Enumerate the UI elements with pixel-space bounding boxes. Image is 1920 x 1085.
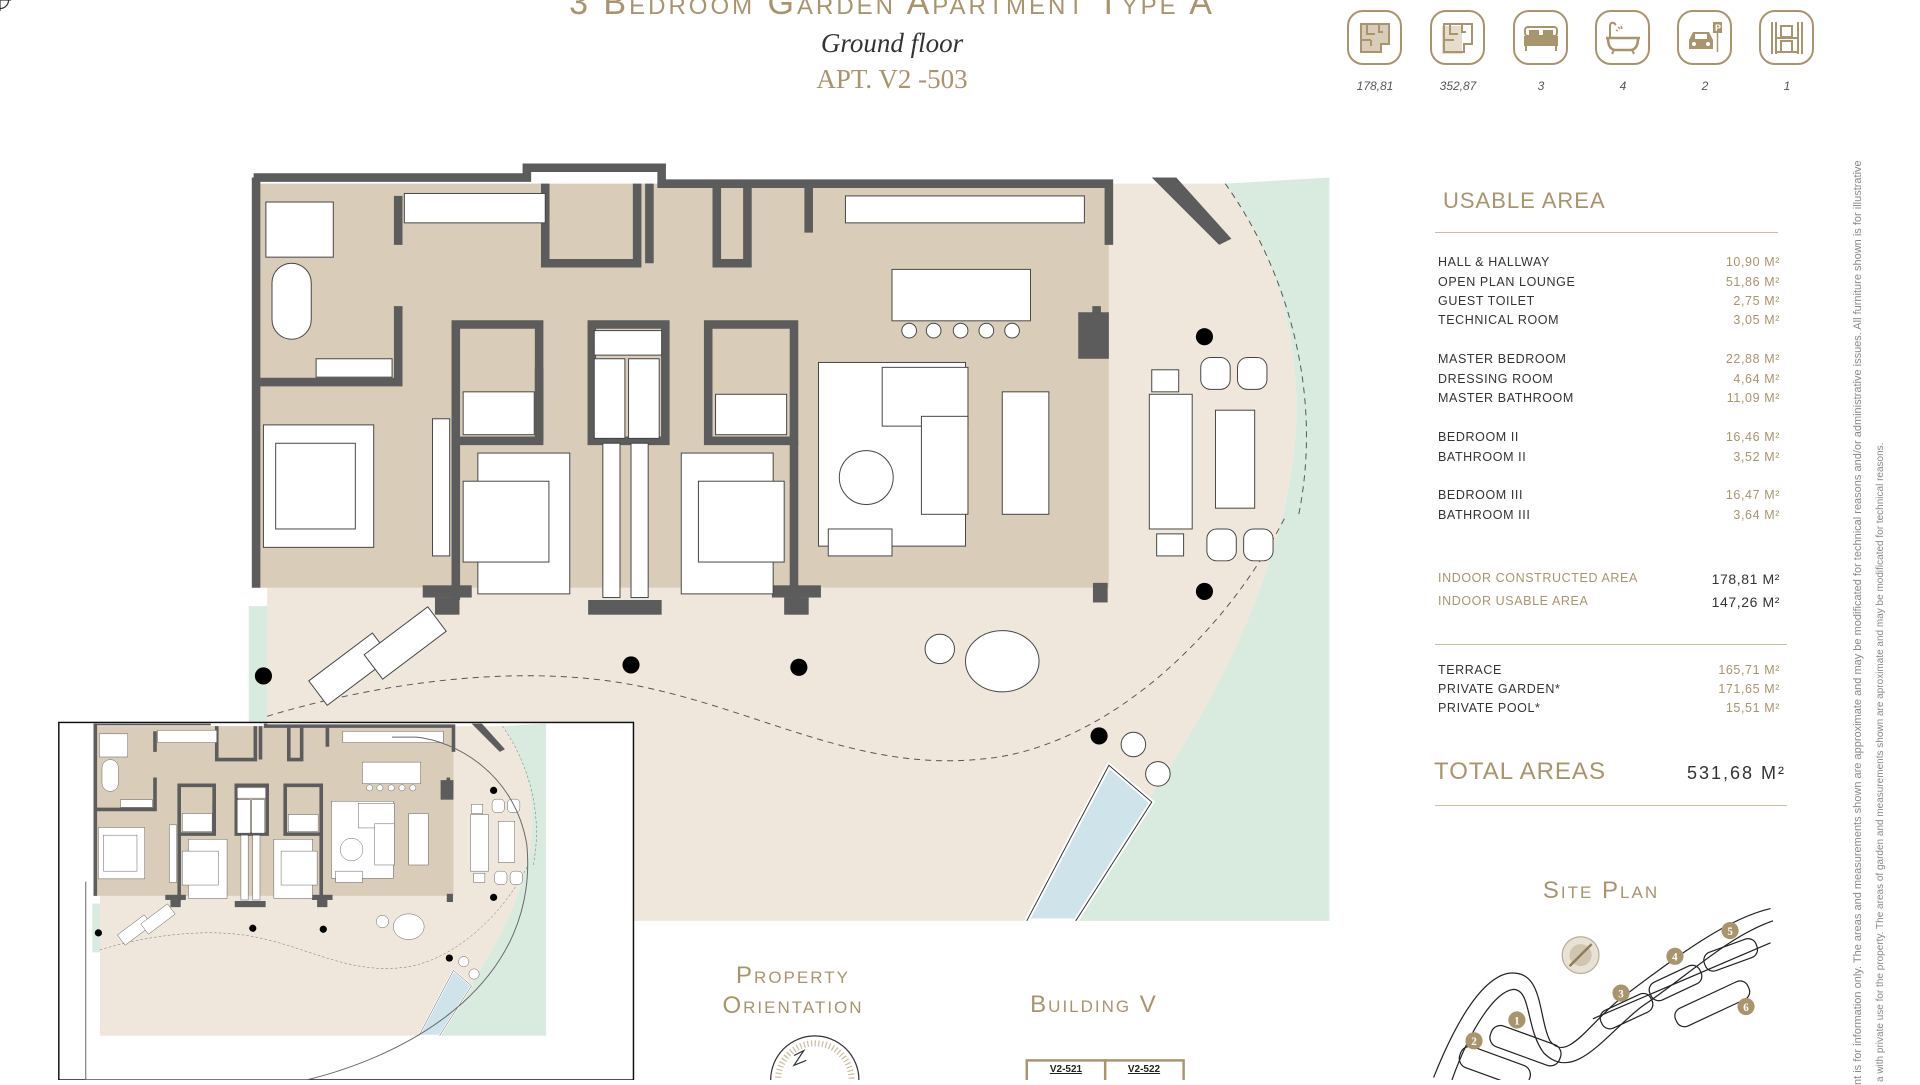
area-row: HALL & HALLWAY 10,90 M² — [1438, 255, 1780, 271]
total-areas-value: 531,68 M² — [1686, 763, 1786, 783]
building-title: Building V — [1030, 991, 1158, 1018]
area-row: BEDROOM II 16,46 M² — [1438, 430, 1780, 446]
area-label: HALL & HALLWAY — [1438, 255, 1550, 269]
site-marker — [1465, 1032, 1483, 1050]
storage-icon — [1759, 10, 1814, 65]
orientation-line-2: Orientation — [722, 992, 864, 1019]
area-value: 4,64 M² — [1733, 372, 1780, 386]
area-row: GUEST TOILET 2,75 M² — [1438, 294, 1780, 310]
area-label: INDOOR USABLE AREA — [1438, 594, 1589, 608]
area-label: PRIVATE POOL* — [1438, 701, 1541, 715]
site-marker-label: 4 — [1672, 952, 1678, 964]
area-label: BEDROOM III — [1438, 488, 1524, 502]
area-row: PRIVATE GARDEN* 171,65 M² — [1438, 682, 1780, 698]
divider — [1435, 232, 1778, 233]
bed-icon — [1513, 10, 1568, 65]
area-value: 22,88 M² — [1725, 352, 1780, 366]
site-marker-label: 2 — [1471, 1036, 1477, 1048]
divider — [1435, 644, 1787, 645]
area-value: 3,52 M² — [1733, 450, 1780, 464]
area-label: TECHNICAL ROOM — [1438, 313, 1560, 327]
area-label: PRIVATE GARDEN* — [1438, 682, 1561, 696]
area-value: 11,09 M² — [1726, 391, 1780, 405]
apartment-number: APT. V2 -503 — [816, 64, 968, 94]
area-value: 16,47 M² — [1725, 488, 1780, 502]
area-label: BATHROOM II — [1438, 450, 1527, 464]
building-unit-label: V2-522 — [1127, 1064, 1161, 1075]
site-plan-map — [1432, 907, 1774, 1080]
site-marker — [1666, 947, 1684, 965]
total-areas-row: TOTAL AREAS 531,68 M² — [1434, 758, 1786, 786]
feature-value: 3 — [1537, 79, 1545, 93]
area-row: TECHNICAL ROOM 3,05 M² — [1438, 313, 1780, 329]
area-label: BEDROOM II — [1438, 430, 1520, 444]
site-marker-label: 1 — [1514, 1015, 1520, 1027]
area-row: INDOOR CONSTRUCTED AREA 178,81 M² — [1438, 571, 1780, 587]
area-row: PRIVATE POOL* 15,51 M² — [1438, 701, 1780, 717]
area-label: OPEN PLAN LOUNGE — [1438, 275, 1576, 289]
svg-text:P: P — [1715, 23, 1721, 33]
area-row: INDOOR USABLE AREA 147,26 M² — [1438, 594, 1780, 610]
building-unit-box — [1103, 1059, 1185, 1080]
feature-value: 352,87 — [1439, 79, 1477, 93]
usable-area-title: USABLE AREA — [1443, 188, 1606, 213]
area-label: MASTER BATHROOM — [1438, 391, 1574, 405]
area-value: 10,90 M² — [1725, 255, 1780, 269]
area-value: 15,51 M² — [1725, 701, 1780, 715]
feature-value: 178,81 — [1356, 79, 1394, 93]
orientation-line-1: Property — [736, 962, 850, 989]
site-marker — [1737, 997, 1755, 1016]
area-row: BEDROOM III 16,47 M² — [1438, 488, 1780, 504]
area-label: TERRACE — [1438, 663, 1502, 677]
area-label: DRESSING ROOM — [1438, 372, 1554, 386]
area-row: MASTER BATHROOM 11,09 M² — [1438, 391, 1780, 407]
area-value: 3,05 M² — [1733, 313, 1780, 327]
orientation-compass — [770, 1035, 860, 1080]
site-marker-label: 6 — [1743, 1002, 1749, 1014]
area-label: INDOOR CONSTRUCTED AREA — [1438, 571, 1638, 585]
area-value: 171,65 M² — [1718, 682, 1780, 696]
constructed-area-icon — [1347, 10, 1402, 65]
bathtub-icon — [1595, 10, 1650, 65]
area-value: 178,81 M² — [1711, 571, 1780, 587]
area-row: MASTER BEDROOM 22,88 M² — [1438, 352, 1780, 368]
disclaimer-line-2: a with private use for the property. The… — [1875, 442, 1886, 1082]
area-value: 51,86 M² — [1725, 275, 1780, 289]
area-label: BATHROOM III — [1438, 508, 1531, 522]
area-row: OPEN PLAN LOUNGE 51,86 M² — [1438, 275, 1780, 291]
disclaimer-line-1: nt is for information only. The areas an… — [1852, 160, 1864, 1085]
area-row: BATHROOM III 3,64 M² — [1438, 508, 1780, 524]
building-unit-label: V2-521 — [1049, 1064, 1083, 1075]
area-value: 3,64 M² — [1733, 508, 1780, 522]
feature-value: 1 — [1783, 79, 1791, 93]
feature-value: 4 — [1619, 79, 1627, 93]
property-orientation-title: Property Orientation — [643, 961, 943, 1021]
site-plan-title: Site Plan — [1542, 877, 1660, 904]
total-areas-label: TOTAL AREAS — [1434, 758, 1606, 785]
area-value: 147,26 M² — [1711, 594, 1780, 610]
site-marker — [1508, 1011, 1526, 1029]
site-marker — [1721, 922, 1739, 940]
area-row: DRESSING ROOM 4,64 M² — [1438, 372, 1780, 388]
site-marker — [1612, 984, 1630, 1002]
parking-icon: P — [1677, 10, 1732, 65]
feature-value: 2 — [1701, 79, 1709, 93]
area-value: 165,71 M² — [1718, 663, 1780, 677]
area-label: GUEST TOILET — [1438, 294, 1535, 308]
area-label: MASTER BEDROOM — [1438, 352, 1567, 366]
floor-subtitle: Ground floor — [820, 28, 964, 58]
area-row: BATHROOM II 3,52 M² — [1438, 450, 1780, 466]
site-plan-compass — [1561, 936, 1600, 975]
site-marker-label: 3 — [1618, 988, 1624, 1000]
site-marker-label: 5 — [1727, 926, 1733, 938]
area-value: 16,46 M² — [1725, 430, 1780, 444]
page-title: 3 Bedroom Garden Apartment Type A — [569, 0, 1215, 22]
area-row: TERRACE 165,71 M² — [1438, 663, 1780, 679]
total-area-icon — [1430, 10, 1485, 65]
divider — [1435, 805, 1787, 806]
area-value: 2,75 M² — [1733, 294, 1780, 308]
